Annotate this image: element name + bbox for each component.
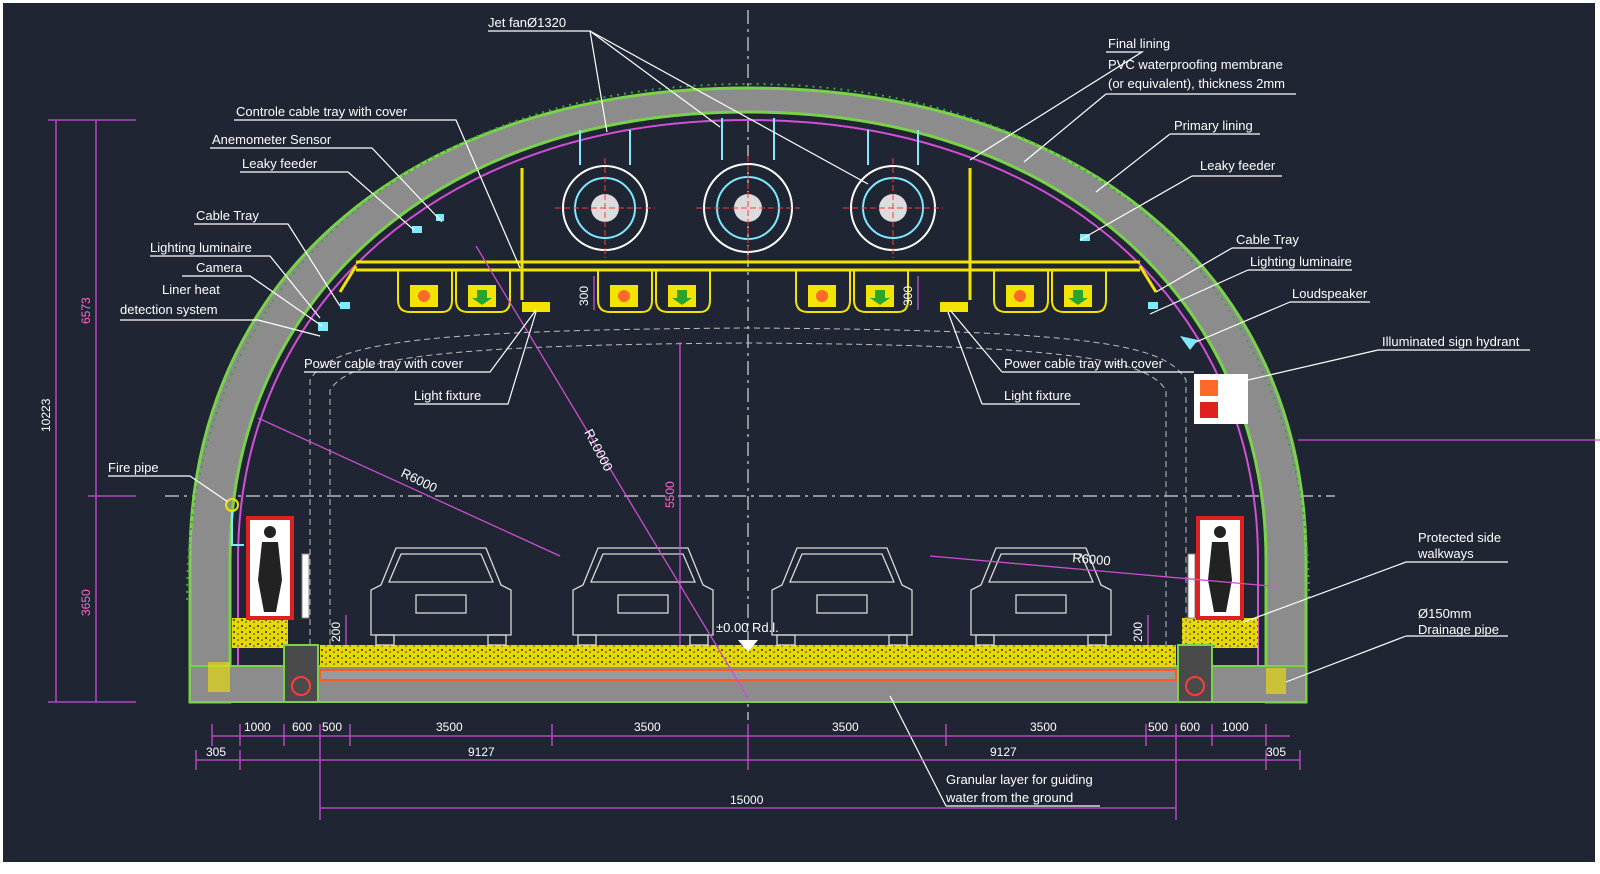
label-liner-heat-2: detection system [120, 302, 218, 317]
radius-10000-line [475, 245, 749, 699]
label-granular-1: Granular layer for guiding [946, 772, 1093, 787]
road-level-marker [738, 640, 758, 652]
dim-300-right: 300 [901, 286, 915, 306]
label-cable-tray-left: Cable Tray [196, 208, 259, 223]
label-fire-pipe: Fire pipe [108, 460, 159, 475]
dim-1000-left: 1000 [244, 720, 271, 734]
cable-tray-group-3 [795, 270, 909, 313]
label-leaky-feeder-right: Leaky feeder [1200, 158, 1276, 173]
pedestrian-sign-left [246, 516, 294, 620]
bollard-right [1187, 553, 1196, 619]
jet-fan-3 [843, 130, 943, 258]
overhead-support-structure [338, 168, 1158, 300]
dim-3500-1: 3500 [436, 720, 463, 734]
dim-500-left: 500 [322, 720, 342, 734]
label-controle-cable-tray: Controle cable tray with cover [236, 104, 408, 119]
car-4 [970, 547, 1112, 646]
label-illuminated-sign-hydrant: Illuminated sign hydrant [1382, 334, 1520, 349]
dim-200-left: 200 [329, 622, 343, 642]
drain-channel-right [1177, 644, 1213, 703]
label-light-fixture-left: Light fixture [414, 388, 481, 403]
dim-3500-3: 3500 [832, 720, 859, 734]
granular-layer [319, 669, 1177, 681]
dim-3500-2: 3500 [634, 720, 661, 734]
label-primary-lining: Primary lining [1174, 118, 1253, 133]
dim-10223: 10223 [39, 398, 53, 432]
light-fixture-right [940, 302, 968, 312]
dim-15000: 15000 [730, 793, 764, 807]
label-lighting-luminaire-right: Lighting luminaire [1250, 254, 1352, 269]
label-lighting-luminaire-left: Lighting luminaire [150, 240, 252, 255]
walkway-right [1182, 618, 1258, 648]
label-camera: Camera [196, 260, 243, 275]
cable-tray-group-2 [597, 270, 711, 313]
dim-200-right: 200 [1131, 622, 1145, 642]
label-jet-fan: Jet fanØ1320 [488, 15, 566, 30]
clearance-envelope-inner [329, 342, 1167, 645]
label-drainage-1: Ø150mm [1418, 606, 1471, 621]
road-pavement [320, 645, 1176, 667]
dim-3500-4: 3500 [1030, 720, 1057, 734]
label-leaky-feeder-left: Leaky feeder [242, 156, 318, 171]
label-cable-tray-right: Cable Tray [1236, 232, 1299, 247]
dim-6573: 6573 [79, 297, 93, 324]
pvc-membrane-line [237, 118, 1259, 690]
label-road-level: ±0.00 Rd.l. [716, 620, 779, 635]
radius-6000-left-line [257, 417, 561, 557]
dim-305-left: 305 [206, 745, 226, 759]
dim-5500: 5500 [663, 481, 677, 508]
label-drainage-2: Drainage pipe [1418, 622, 1499, 637]
jet-fan-2 [696, 118, 800, 260]
bollard-left [301, 553, 310, 619]
dimension-lines [48, 119, 1301, 820]
dim-9127-left: 9127 [468, 745, 495, 759]
drain-pipe-right [1185, 676, 1205, 696]
label-pvc-membrane-2: (or equivalent), thickness 2mm [1108, 76, 1285, 91]
dim-3650: 3650 [79, 589, 93, 616]
label-radius-6000-right: R6000 [1072, 550, 1111, 568]
label-power-cable-tray-right: Power cable tray with cover [1004, 356, 1164, 371]
dim-600-left: 600 [292, 720, 312, 734]
rock-bolts [186, 82, 1310, 601]
car-1 [370, 547, 512, 646]
dim-600-right: 600 [1180, 720, 1200, 734]
drain-pipe-left [291, 676, 311, 696]
label-protected-walkways-1: Protected side [1418, 530, 1501, 545]
label-pvc-membrane-1: PVC waterproofing membrane [1108, 57, 1283, 72]
illuminated-hydrant-sign [1194, 374, 1248, 424]
dim-1000-right: 1000 [1222, 720, 1249, 734]
drainage-pipe-left [208, 662, 230, 692]
label-power-cable-tray-left: Power cable tray with cover [304, 356, 464, 371]
label-granular-2: water from the ground [945, 790, 1073, 805]
cable-tray-group-4 [993, 270, 1107, 313]
label-loudspeaker: Loudspeaker [1292, 286, 1368, 301]
dim-305-right: 305 [1266, 745, 1286, 759]
drainage-pipe-right [1266, 668, 1286, 694]
label-light-fixture-right: Light fixture [1004, 388, 1071, 403]
cable-tray-group-1 [397, 270, 511, 313]
car-3 [771, 547, 913, 646]
label-liner-heat-1: Liner heat [162, 282, 220, 297]
leader-lines [108, 30, 1530, 807]
walkway-left [232, 618, 288, 648]
fire-pipe-icon [225, 498, 244, 546]
radius-6000-right-line [929, 555, 1271, 587]
light-fixture-left [522, 302, 550, 312]
clearance-envelope [309, 327, 1187, 645]
dim-300-left: 300 [577, 286, 591, 306]
label-anemometer-sensor: Anemometer Sensor [212, 132, 332, 147]
pedestrian-sign-right [1196, 516, 1244, 620]
label-final-lining: Final lining [1108, 36, 1170, 51]
jet-fan-1 [555, 130, 655, 258]
label-protected-walkways-2: walkways [1417, 546, 1474, 561]
dim-9127-right: 9127 [990, 745, 1017, 759]
drain-channel-left [283, 644, 319, 703]
car-2 [572, 547, 714, 646]
dim-500-right: 500 [1148, 720, 1168, 734]
